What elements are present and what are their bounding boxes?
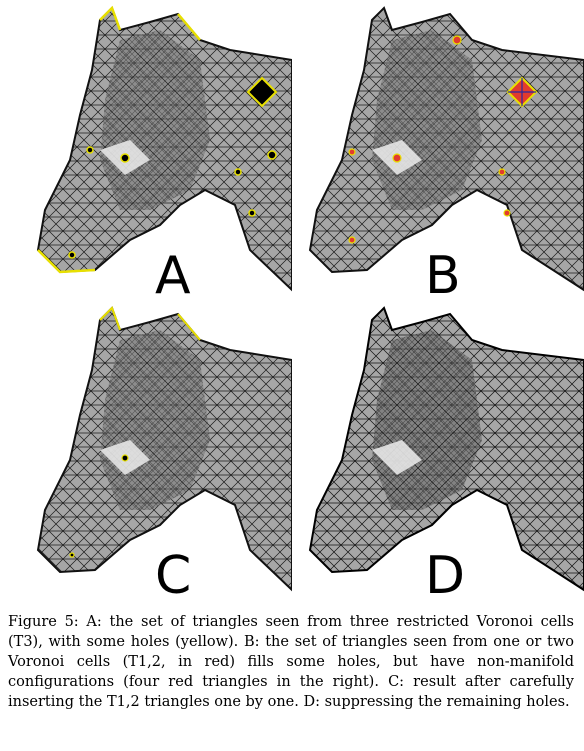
panel-label-b: B (425, 246, 461, 300)
caption-text: Figure 5: A: the set of triangles seen f… (8, 614, 574, 710)
horse-mesh-d (308, 306, 584, 592)
panel-b: B (292, 0, 584, 300)
panel-label-a: A (155, 246, 191, 300)
horse-mesh-b (308, 6, 584, 292)
panel-d: D (292, 300, 584, 600)
panel-label-d: D (425, 546, 466, 600)
horse-mesh-c (36, 306, 292, 592)
panel-label-c: C (155, 546, 192, 600)
panel-c: C (0, 300, 292, 600)
panel-a: A (0, 0, 292, 300)
horse-mesh-a (36, 5, 292, 292)
figure-caption: Figure 5: A: the set of triangles seen f… (8, 612, 574, 712)
